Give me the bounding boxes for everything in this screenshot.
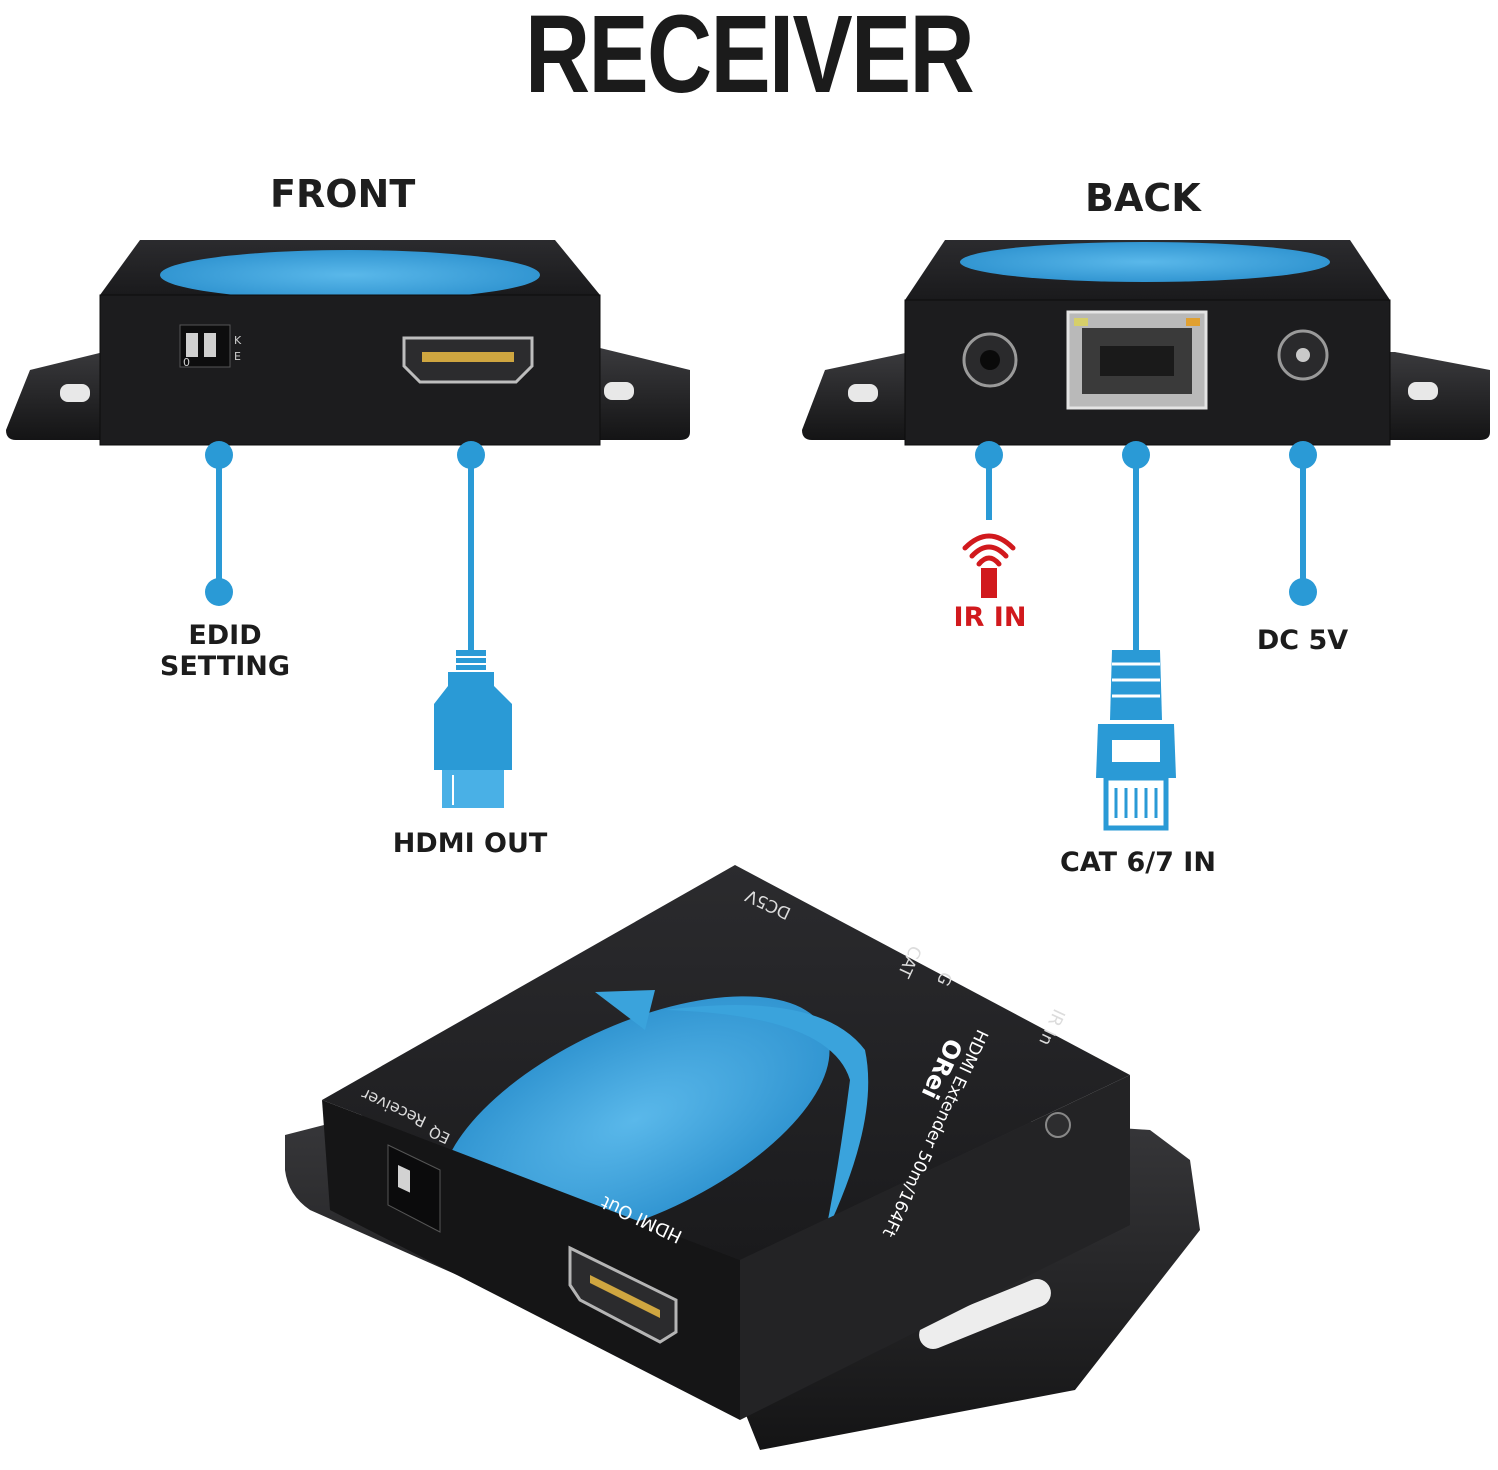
front-plate-slot-left <box>60 384 90 402</box>
dip-label-k: K <box>234 334 242 347</box>
front-plate-slot-right <box>604 382 634 400</box>
edid-setting-label: EDID SETTING <box>159 620 291 682</box>
back-heading: BACK <box>1085 176 1201 220</box>
hdmi-out-label: HDMI OUT <box>392 828 548 859</box>
dc-5v-label: DC 5V <box>1256 625 1349 656</box>
ethernet-cable-icon <box>1096 650 1176 831</box>
page-title: RECEIVER <box>524 0 975 116</box>
device-3d-view: Receiver EQ HDMI Out ORei HDMI Extender … <box>285 865 1200 1450</box>
hdmi-contacts <box>422 352 514 362</box>
hdmi-cable-icon <box>434 650 512 808</box>
back-device <box>802 240 1490 446</box>
device-3d-oval <box>440 996 830 1244</box>
cat-in-label: CAT 6/7 IN <box>1060 847 1216 878</box>
dip-label-e: E <box>234 350 241 363</box>
front-device: 0 K E <box>6 240 690 446</box>
ir-receiver-icon <box>962 533 1016 598</box>
callout-lines <box>205 441 1317 650</box>
ir-in-label: IR IN <box>953 602 1027 633</box>
dip-label-0: 0 <box>183 356 190 369</box>
front-blue-oval <box>160 250 540 300</box>
device-3d-side-face <box>740 1075 1130 1420</box>
front-heading: FRONT <box>270 172 416 216</box>
device-3d-plate-slot <box>919 1279 1051 1349</box>
